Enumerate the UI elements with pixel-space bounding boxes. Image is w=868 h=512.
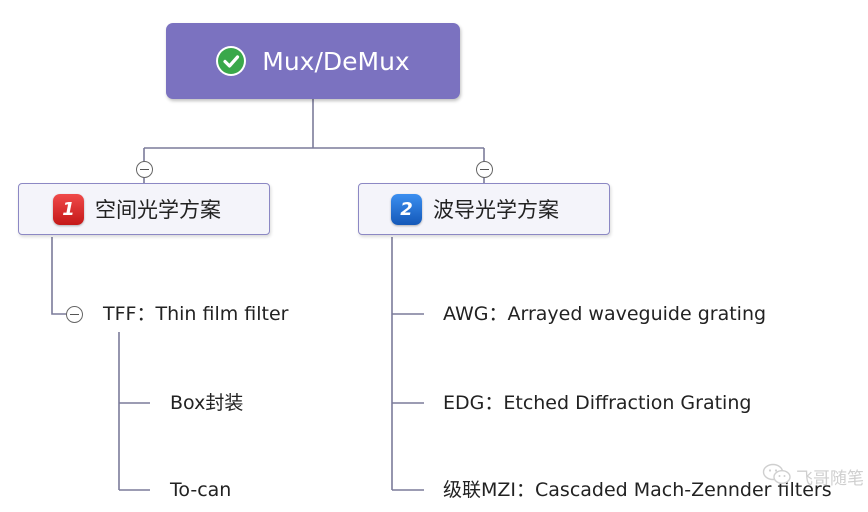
leaf-to-can[interactable]: To-can <box>170 479 232 501</box>
branch-label: 波导光学方案 <box>433 198 559 222</box>
wechat-icon <box>762 463 792 490</box>
root-node[interactable]: Mux/DeMux <box>166 23 460 99</box>
branch-node-waveguide-optics[interactable]: 2 波导光学方案 <box>358 183 610 235</box>
leaf-edg[interactable]: EDG：Etched Diffraction Grating <box>443 392 752 414</box>
watermark-text: 飞哥随笔 <box>796 469 864 489</box>
collapse-toggle-branch-2[interactable] <box>476 161 493 178</box>
number-badge: 1 <box>53 193 84 225</box>
leaf-tff[interactable]: TFF：Thin film filter <box>103 303 289 325</box>
branch-label: 空间光学方案 <box>95 198 221 222</box>
leaf-box-package[interactable]: Box封装 <box>170 392 244 414</box>
collapse-toggle-tff[interactable] <box>66 306 83 323</box>
watermark: 飞哥随笔 <box>762 463 864 490</box>
branch-node-spatial-optics[interactable]: 1 空间光学方案 <box>18 183 270 235</box>
leaf-cascaded-mzi[interactable]: 级联MZI：Cascaded Mach-Zennder filters <box>443 479 832 501</box>
root-title: Mux/DeMux <box>262 46 410 76</box>
collapse-toggle-branch-1[interactable] <box>136 161 153 178</box>
leaf-awg[interactable]: AWG：Arrayed waveguide grating <box>443 303 767 325</box>
check-circle-icon <box>216 46 247 76</box>
number-badge: 2 <box>391 193 422 225</box>
